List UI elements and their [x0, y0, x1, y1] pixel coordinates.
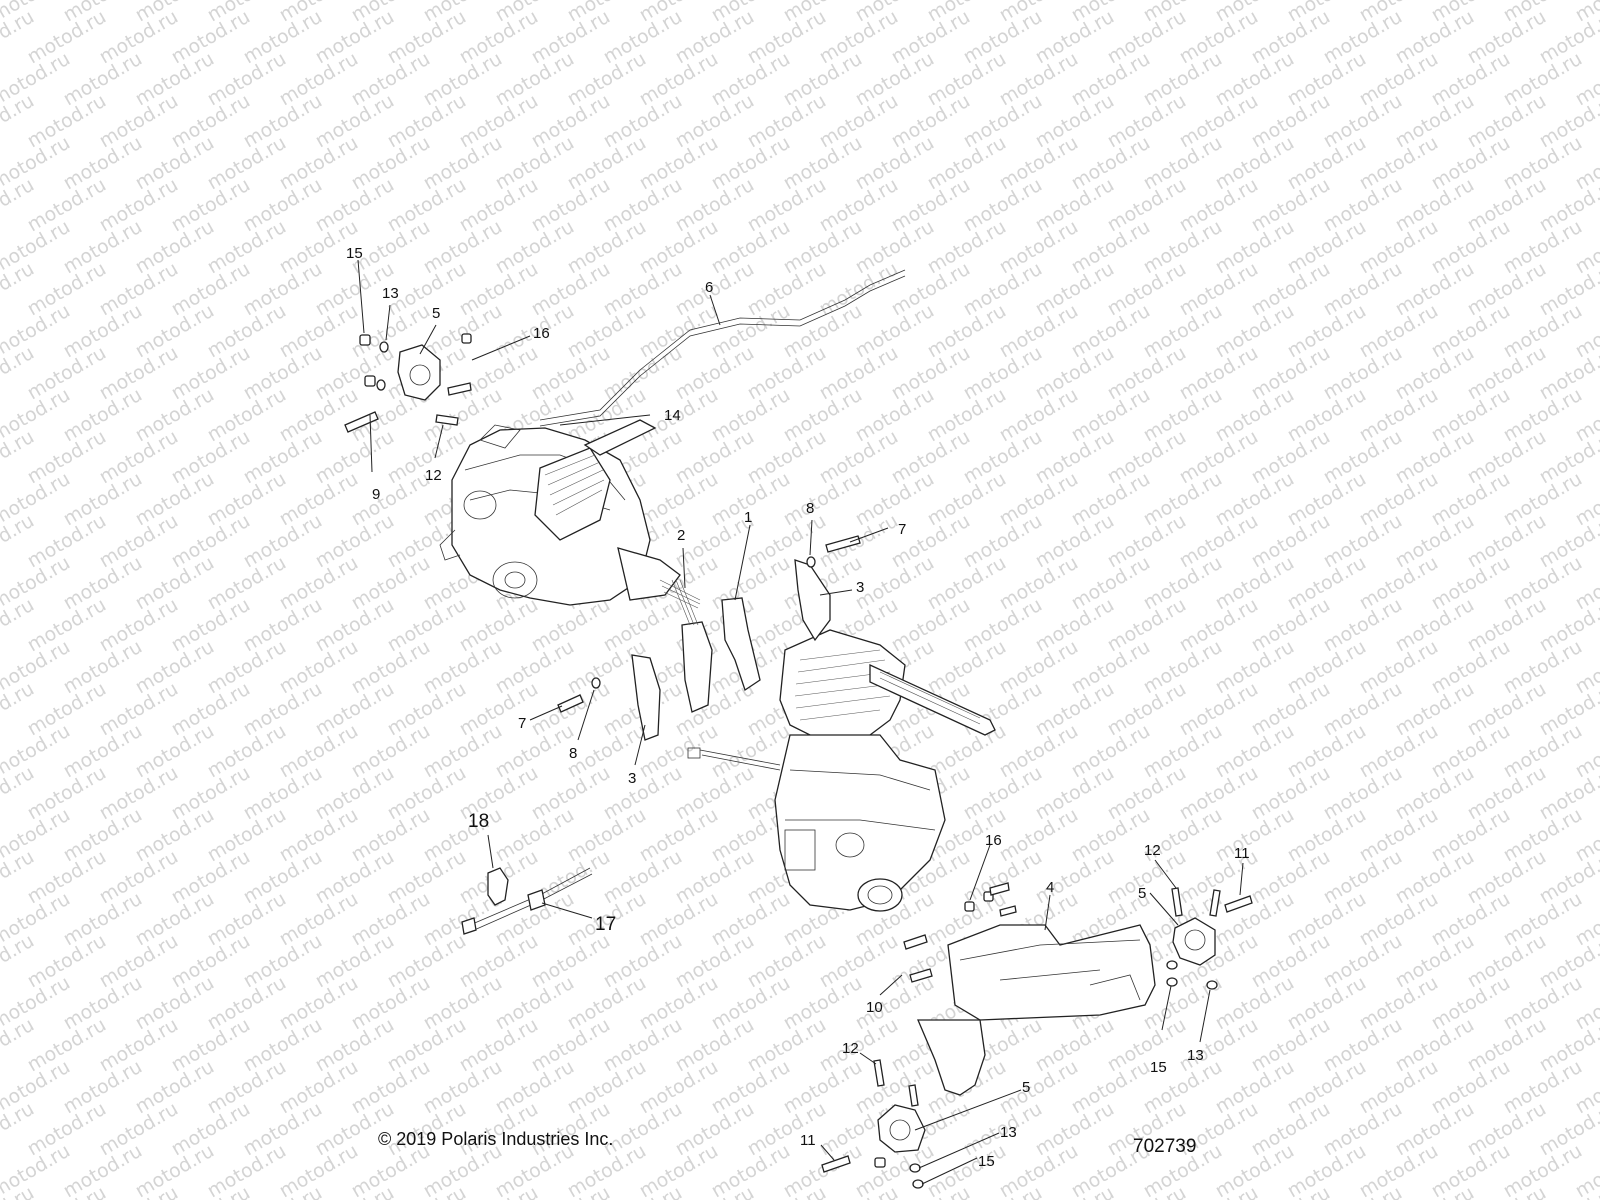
engine-mount-right: [1172, 917, 1216, 966]
callout-labels: 15 13 5 16 6 14 9 12 2 1 8 7 3 7 8 3 18 …: [346, 245, 1250, 1170]
callout-7-left: 7: [518, 715, 526, 732]
callout-3-right: 3: [856, 579, 864, 596]
callout-6: 6: [705, 279, 713, 296]
engine-mount-bracket: [917, 924, 1156, 1096]
callout-12-top: 12: [425, 467, 442, 484]
harness-support-clip: [527, 889, 546, 911]
callout-15-top: 15: [346, 245, 363, 262]
engine-mount-lower: [877, 1104, 926, 1153]
callout-3-left: 3: [628, 770, 636, 787]
callout-11-right: 11: [1234, 845, 1250, 862]
engine-mount-upper: [397, 344, 441, 401]
mount-plate-1: [721, 597, 761, 692]
callout-5-top: 5: [432, 305, 440, 322]
callout-15-lower: 15: [978, 1153, 995, 1170]
breather-hose-inner: [539, 275, 906, 427]
callout-12-right: 12: [1144, 842, 1161, 859]
callout-5-right: 5: [1138, 885, 1146, 902]
engine-assembly: [687, 629, 996, 912]
mount-plate-2: [681, 621, 713, 713]
copyright-notice: © 2019 Polaris Industries Inc.: [378, 1129, 614, 1149]
callout-9: 9: [372, 486, 380, 503]
callout-8-right: 8: [806, 500, 814, 517]
callout-13-lower: 13: [1000, 1124, 1017, 1141]
drawing-number: 702739: [1133, 1136, 1197, 1157]
mount-plate-3-left: [631, 654, 661, 741]
callout-17: 17: [595, 914, 616, 935]
callout-13-right: 13: [1187, 1047, 1204, 1064]
callout-2: 2: [677, 527, 685, 544]
callout-7-right: 7: [898, 521, 906, 538]
callout-10: 10: [866, 999, 883, 1016]
breather-hose: [539, 269, 906, 421]
callout-13-top: 13: [382, 285, 399, 302]
stud-item-2: [671, 579, 699, 626]
callout-16-lower: 16: [985, 832, 1002, 849]
callout-5-lower: 5: [1022, 1079, 1030, 1096]
callout-4: 4: [1046, 879, 1054, 896]
callout-12-lower: 12: [842, 1040, 859, 1057]
mount-plate-3-right: [794, 559, 831, 642]
callout-16-top: 16: [533, 325, 550, 342]
callout-8-left: 8: [569, 745, 577, 762]
harness-support-end: [461, 917, 477, 935]
transmission-assembly: [439, 419, 701, 609]
callout-14: 14: [664, 407, 681, 424]
callout-18: 18: [468, 811, 489, 832]
wire-harness-clamp: [487, 867, 509, 906]
callout-15-right: 15: [1150, 1059, 1167, 1076]
leader-lines: [357, 259, 1244, 1185]
callout-1: 1: [744, 509, 752, 526]
callout-11-lower: 11: [800, 1132, 816, 1149]
